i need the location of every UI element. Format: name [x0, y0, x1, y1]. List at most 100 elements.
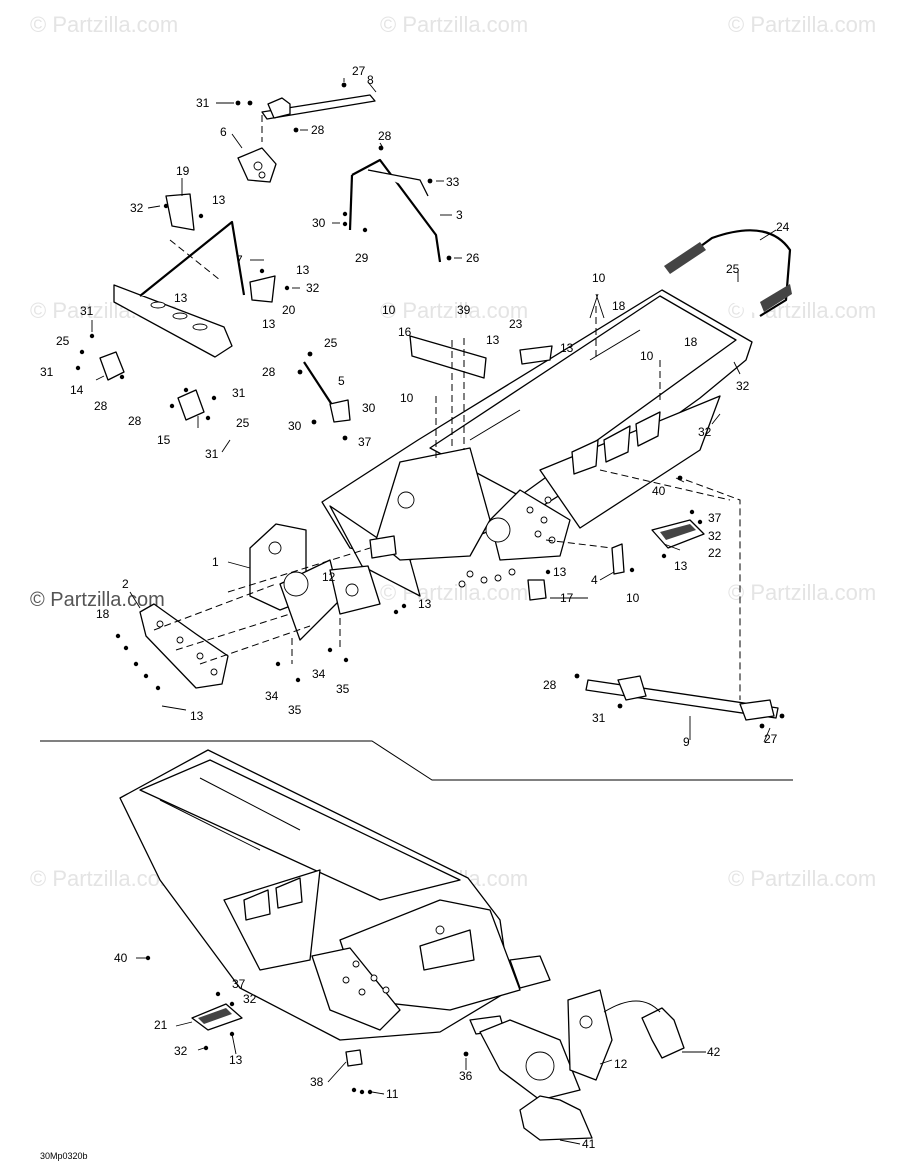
callout-10: 10	[400, 391, 414, 405]
callout-28: 28	[262, 365, 276, 379]
callout-10: 10	[592, 271, 606, 285]
part-8-support-bar	[235, 82, 376, 142]
part-21-bracket	[191, 991, 243, 1051]
alignment-lines-top	[153, 239, 741, 700]
watermark: © Partzilla.com	[728, 866, 876, 891]
callout-37: 37	[358, 435, 372, 449]
callout-13: 13	[212, 193, 226, 207]
callout-28: 28	[94, 399, 108, 413]
callout-30: 30	[288, 419, 302, 433]
part-40-fastener	[145, 955, 151, 961]
callout-12: 12	[322, 570, 336, 584]
part-2-side-plate	[115, 603, 229, 691]
callout-28: 28	[543, 678, 557, 692]
part-17-bracket	[527, 569, 551, 601]
watermark: © Partzilla.com	[380, 298, 528, 323]
callout-18: 18	[684, 335, 698, 349]
leader-lines	[91, 78, 777, 1145]
callout-34: 34	[312, 667, 326, 681]
part-5-rod	[297, 351, 351, 441]
callout-42: 42	[707, 1045, 721, 1059]
callout-12: 12	[614, 1057, 628, 1071]
callout-23: 23	[509, 317, 523, 331]
callout-25: 25	[324, 336, 338, 350]
callout-16: 16	[398, 325, 412, 339]
callout-9: 9	[683, 735, 690, 749]
callout-31: 31	[232, 386, 246, 400]
callout-17: 17	[560, 591, 574, 605]
callout-33: 33	[446, 175, 460, 189]
callout-18: 18	[612, 299, 626, 313]
callout-32: 32	[708, 529, 722, 543]
part-12-front-bracket-bottom	[479, 989, 613, 1101]
callout-39: 39	[457, 303, 471, 317]
callout-29: 29	[355, 251, 369, 265]
part-3-column-support	[342, 145, 452, 263]
callout-13: 13	[486, 333, 500, 347]
callout-35: 35	[288, 703, 302, 717]
part-36-fastener	[463, 1051, 469, 1057]
part-6-bracket	[237, 147, 277, 183]
callout-25: 25	[236, 416, 250, 430]
callout-28: 28	[378, 129, 392, 143]
callout-13: 13	[190, 709, 204, 723]
chassis-top-view	[321, 289, 753, 597]
callout-labels: 27 8 31 28 6 28 33 3 30 29 26 19 32 13 7…	[40, 64, 790, 1151]
watermark: © Partzilla.com	[30, 866, 178, 891]
callout-11: 11	[386, 1087, 399, 1101]
watermark: © Partzilla.com	[728, 580, 876, 605]
callout-22: 22	[708, 546, 722, 560]
callout-31: 31	[196, 96, 210, 110]
callout-2: 2	[122, 577, 129, 591]
callout-36: 36	[459, 1069, 473, 1083]
part-1-front-bracket	[249, 523, 341, 641]
callout-18: 18	[96, 607, 110, 621]
callout-27: 27	[764, 732, 778, 746]
part-9-support-bar	[574, 673, 785, 729]
callout-10: 10	[382, 303, 396, 317]
callout-31: 31	[80, 304, 94, 318]
part-24-grab-handle	[664, 229, 792, 317]
callout-37: 37	[708, 511, 722, 525]
part-12-front-bracket	[329, 565, 407, 615]
callout-27: 27	[352, 64, 366, 78]
callout-26: 26	[466, 251, 480, 265]
callout-13: 13	[262, 317, 276, 331]
callout-13: 13	[418, 597, 432, 611]
callout-31: 31	[205, 447, 219, 461]
callout-37: 37	[232, 977, 246, 991]
callout-25: 25	[726, 262, 740, 276]
diagram-code: 30Mp0320b	[40, 1151, 88, 1161]
callout-32: 32	[306, 281, 320, 295]
callout-35: 35	[336, 682, 350, 696]
callout-28: 28	[128, 414, 142, 428]
callout-10: 10	[640, 349, 654, 363]
callout-13: 13	[560, 341, 574, 355]
callout-30: 30	[362, 401, 376, 415]
callout-34: 34	[265, 689, 279, 703]
callout-38: 38	[310, 1075, 324, 1089]
chassis-bottom-view	[119, 749, 551, 1041]
callout-13: 13	[674, 559, 688, 573]
callout-6: 6	[220, 125, 227, 139]
section-divider	[40, 740, 793, 781]
callout-20: 20	[282, 303, 296, 317]
watermark: © Partzilla.com	[30, 12, 178, 37]
part-7-a-frame	[113, 193, 290, 358]
callout-40: 40	[114, 951, 128, 965]
watermark: © Partzilla.com	[380, 12, 528, 37]
callout-25: 25	[56, 334, 70, 348]
part-22-bracket	[651, 475, 705, 559]
callout-19: 19	[176, 164, 190, 178]
callout-4: 4	[591, 573, 598, 587]
watermark: © Partzilla.com	[728, 12, 876, 37]
callout-24: 24	[776, 220, 790, 234]
part-4-bracket	[611, 543, 635, 575]
callout-32: 32	[243, 992, 257, 1006]
callout-7: 7	[236, 253, 243, 267]
callout-13: 13	[296, 263, 310, 277]
callout-32: 32	[130, 201, 144, 215]
callout-32: 32	[174, 1044, 188, 1058]
callout-13: 13	[553, 565, 567, 579]
